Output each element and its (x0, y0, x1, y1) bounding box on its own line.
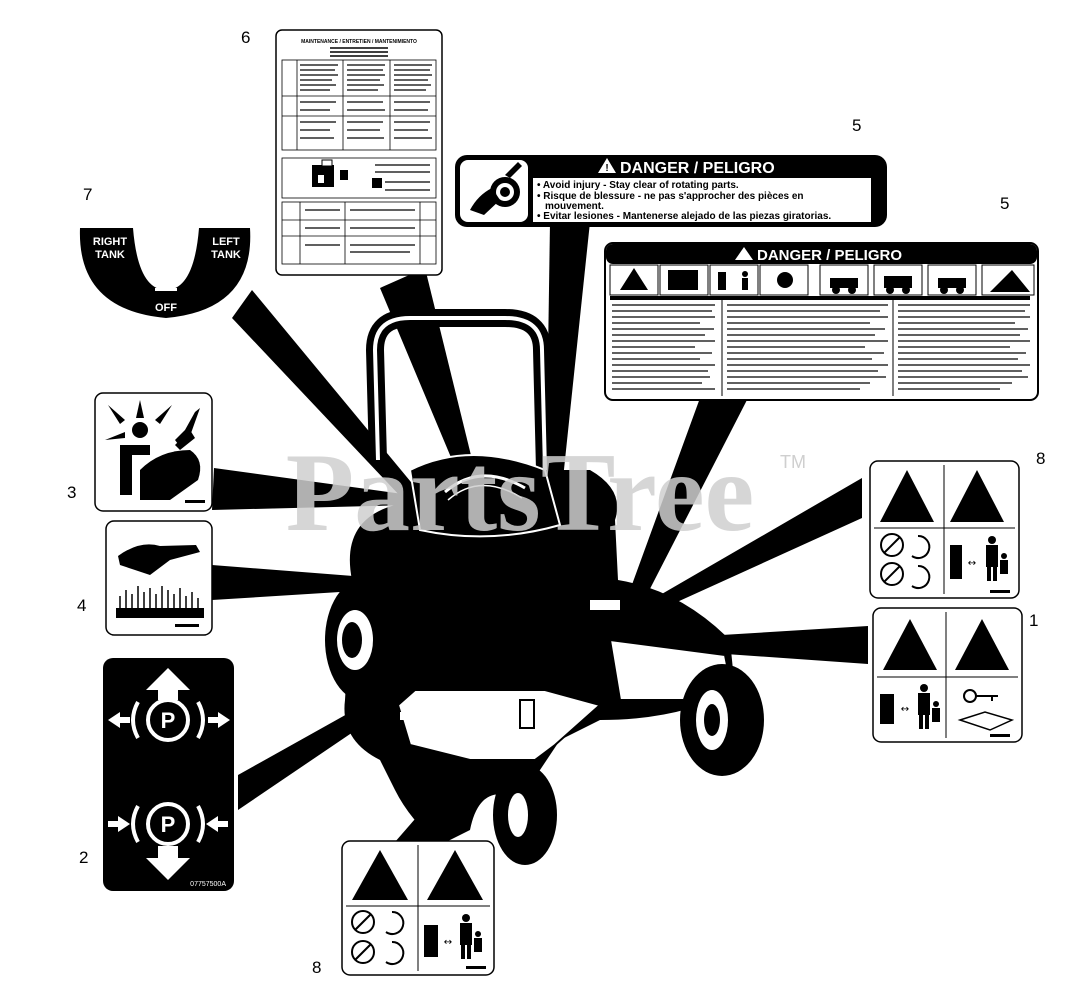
callout-5-top: 5 (852, 116, 862, 135)
parking-brake-engaged-icon (131, 698, 205, 742)
decal-5a-line-4: • Evitar lesiones - Mantenerse alejado d… (537, 211, 831, 222)
decal-5a-line-2: • Risque de blessure - ne pas s'approche… (537, 191, 804, 202)
arrow-down-icon (146, 846, 190, 880)
callout-4: 4 (77, 596, 87, 615)
decal-6-header: MAINTENANCE / ENTRETIEN / MANTENIMIENTO (301, 39, 417, 45)
decal-5a-line-3: mouvement. (545, 201, 604, 212)
decal-5b-header: DANGER / PELIGRO (757, 247, 902, 264)
key-icon (963, 689, 998, 703)
decal-5b-danger-safety: DANGER / PELIGRO (604, 242, 1039, 401)
parking-brake-released-icon (131, 802, 205, 846)
decal-3-entanglement (94, 392, 213, 512)
decal-7-left-tank-2: TANK (211, 249, 241, 261)
pointer-decal-8-right (648, 478, 862, 612)
decal-2-part-number: 07757500A (190, 881, 226, 888)
heat-waves-icon (119, 586, 199, 608)
callout-7: 7 (83, 185, 93, 204)
svg-text:↔: ↔ (901, 704, 909, 715)
decal-5a-danger-rotating: ! DANGER / PELIGRO • Avoid injury - Stay… (455, 155, 887, 227)
pointer-decal-1 (640, 626, 868, 664)
mower-silhouette (325, 309, 764, 865)
callout-8-bottom: 8 (312, 958, 322, 977)
svg-text:P: P (161, 708, 176, 733)
pointer-decal-5b (622, 398, 748, 618)
decal-7-right-tank-1: RIGHT (93, 236, 128, 248)
svg-text:↔: ↔ (968, 558, 976, 569)
watermark: PartsTree (286, 431, 755, 555)
callout-3: 3 (67, 483, 77, 502)
decal-7-off: OFF (155, 302, 177, 314)
hand-icon (118, 544, 200, 575)
warning-triangle-icon (880, 470, 934, 522)
mower-deck (396, 689, 603, 761)
entanglement-icon (105, 400, 201, 500)
decal-6-maintenance: MAINTENANCE / ENTRETIEN / MANTENIMIENTO (275, 29, 443, 276)
decal-4-hot-surface (105, 520, 213, 636)
arrow-up-icon (146, 668, 190, 700)
svg-text:!: ! (605, 163, 608, 174)
decal-7-left-tank-1: LEFT (212, 236, 240, 248)
warning-triangle-icon (352, 850, 408, 900)
decal-5a-header: DANGER / PELIGRO (620, 160, 775, 177)
decal-8-right: ↔ (869, 460, 1020, 599)
pointer-decal-4 (212, 565, 405, 600)
decal-8-bottom: ↔ (341, 840, 495, 976)
warning-triangle-icon (955, 619, 1009, 670)
warning-triangle-icon (427, 850, 483, 900)
arrow-left-icon (108, 712, 130, 728)
decal-5a-line-1: • Avoid injury - Stay clear of rotating … (537, 180, 739, 191)
decal-7-fuel-selector: RIGHT TANK LEFT TANK OFF (79, 228, 251, 318)
svg-text:↔: ↔ (444, 937, 452, 948)
decal-7-right-tank-2: TANK (95, 249, 125, 261)
decal-2-parking-brake: P P 07757500A (103, 658, 234, 891)
seat (408, 454, 562, 538)
callout-2: 2 (79, 848, 89, 867)
callout-1: 1 (1029, 611, 1039, 630)
callout-8-right: 8 (1036, 449, 1046, 468)
decal-1: ↔ (872, 607, 1023, 743)
callout-5-right: 5 (1000, 194, 1010, 213)
warning-triangle-icon (950, 470, 1004, 522)
manual-icon (957, 711, 1015, 731)
pointer-decal-3 (212, 468, 412, 510)
callout-6: 6 (241, 28, 251, 47)
warning-triangle-icon (883, 619, 937, 670)
arrow-right-icon (208, 712, 230, 728)
svg-text:P: P (161, 812, 176, 837)
watermark-tm: TM (780, 452, 806, 472)
